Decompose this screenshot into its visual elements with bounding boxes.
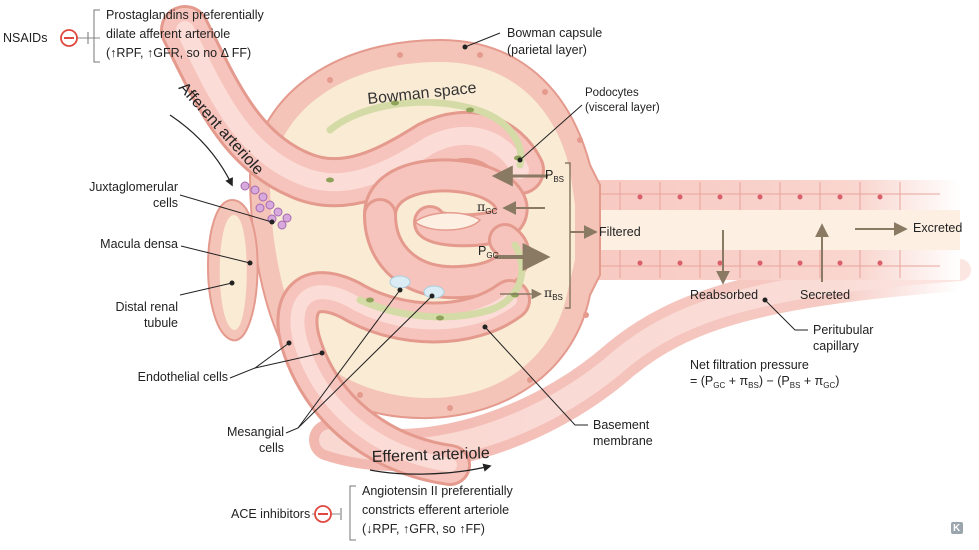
p-bs-label: PBS	[545, 168, 564, 184]
filtered-label: Filtered	[599, 225, 641, 239]
nsaid-bracket	[93, 9, 100, 63]
ace-inhibitor-icon	[314, 505, 342, 523]
nfp-eq-part3: ) − (P	[758, 374, 790, 388]
distal-tubule-label-line1: Distal renal	[115, 300, 178, 314]
pi-bs-label: πBS	[544, 285, 563, 302]
mesangial-cells	[389, 275, 445, 299]
pi-gc-label: πGC	[477, 199, 497, 216]
bowman-capsule-label-line1: Bowman capsule	[507, 26, 603, 40]
juxtaglomerular-label-line1: Juxtaglomerular	[89, 180, 178, 194]
distal-tubule-label-line2: tubule	[143, 316, 178, 330]
nsaids-effect-line3: (↑RPF, ↑GFR, so no Δ FF)	[106, 46, 252, 60]
p-gc-label: PGC	[478, 244, 498, 260]
filtration-force-arrows	[491, 162, 908, 309]
ace-effect-line2: constricts efferent arteriole	[362, 503, 510, 517]
leader-dots	[229, 44, 768, 356]
excreted-label: Excreted	[913, 221, 963, 235]
pi-bs-symbol: π	[544, 285, 553, 300]
efferent-arteriole	[276, 271, 531, 486]
nfp-eq-sub3: BS	[789, 381, 801, 390]
p-gc-symbol: P	[478, 244, 487, 258]
p-bs-symbol: P	[545, 168, 554, 182]
p-bs-subscript: BS	[553, 175, 565, 184]
podocytes-label-line1: Podocytes	[585, 87, 639, 99]
nfp-eq-sub1: GC	[713, 381, 726, 390]
afferent-flow-arrow	[169, 114, 233, 187]
nfp-eq-sub2: BS	[748, 381, 759, 390]
nsaid-inhibitor-icon	[60, 29, 89, 47]
basement-membrane-label-line2: membrane	[593, 434, 653, 448]
peritubular-label-line1: Peritubular	[813, 323, 874, 337]
macula-densa-label: Macula densa	[100, 237, 178, 251]
mesangial-label-line1: Mesangial	[227, 425, 284, 439]
leader-lines	[62, 32, 808, 515]
endothelial-cells-label: Endothelial cells	[137, 370, 228, 384]
nfp-eq-part5: )	[835, 374, 840, 388]
nfp-title: Net filtration pressure	[690, 358, 809, 372]
distal-tubule	[207, 198, 259, 342]
publisher-logo	[951, 522, 963, 534]
nfp-eq-part2: + π	[725, 374, 749, 388]
nfp-eq-part1: = (P	[690, 374, 714, 388]
podocyte-layer	[326, 98, 526, 321]
reabsorbed-label: Reabsorbed	[690, 288, 759, 302]
pi-gc-symbol: π	[477, 199, 486, 214]
juxtaglomerular-cells	[240, 181, 292, 230]
nsaids-effect-line1: Prostaglandins preferentially	[106, 8, 264, 22]
nsaids-effect-line2: dilate afferent arteriole	[106, 27, 231, 41]
pi-bs-subscript: BS	[552, 293, 563, 302]
secreted-label: Secreted	[800, 288, 851, 302]
nsaids-label: NSAIDs	[3, 31, 48, 45]
peritubular-label-line2: capillary	[813, 339, 859, 353]
efferent-flow-arrow	[369, 463, 492, 475]
nfp-eq-part4: + π	[800, 374, 824, 388]
ace-effect-line3: (↓RPF, ↑GFR, so ↑FF)	[362, 522, 485, 536]
p-gc-subscript: GC	[486, 251, 499, 260]
ace-bracket	[349, 485, 356, 541]
ace-effect-line1: Angiotensin II preferentially	[362, 484, 513, 498]
mesangial-label-line2: cells	[258, 441, 284, 455]
juxtaglomerular-label-line2: cells	[152, 196, 178, 210]
afferent-arteriole	[160, 5, 545, 208]
nfp-eq-sub4: GC	[823, 381, 836, 390]
ace-inhibitors-label: ACE inhibitors	[231, 507, 311, 521]
pi-gc-subscript: GC	[485, 207, 498, 216]
publisher-logo-letter: K	[953, 523, 961, 534]
filtered-bracket	[565, 162, 571, 309]
bowman-capsule-label-line2: (parietal layer)	[507, 43, 587, 57]
efferent-arteriole-label: Efferent arteriole	[372, 445, 491, 466]
nfp-equation: = (PGC + πBS) − (PBS + πGC)	[690, 374, 839, 390]
podocytes-label-line2: (visceral layer)	[585, 102, 660, 114]
basement-membrane-label-line1: Basement	[593, 418, 650, 432]
